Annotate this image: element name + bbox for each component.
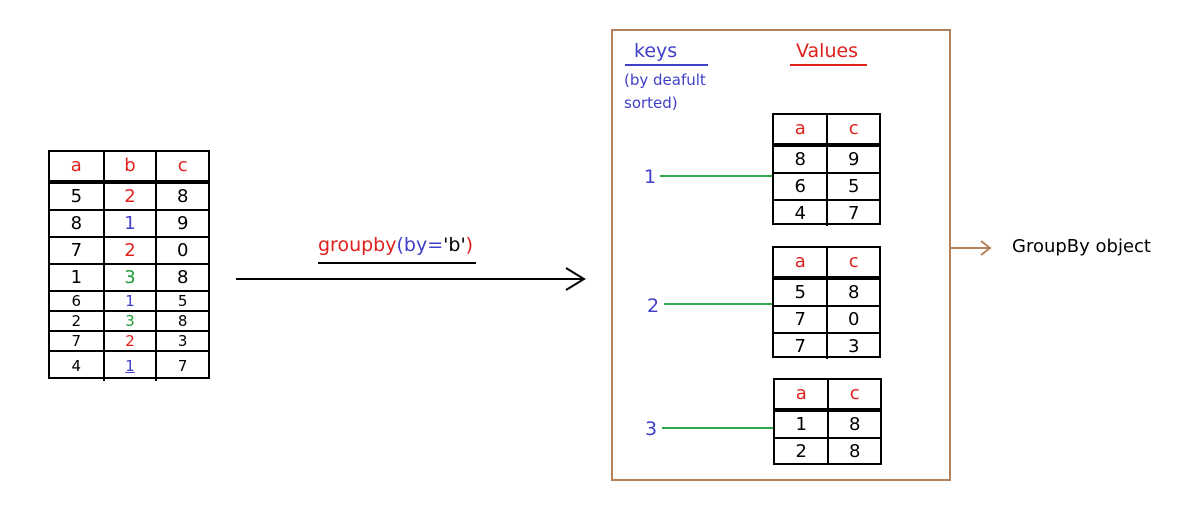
cell-c: 3	[826, 334, 879, 359]
cell-c: 8	[155, 265, 208, 290]
cell-c: 5	[826, 174, 879, 199]
cell-a: 7	[70, 239, 83, 261]
group-key-3: 3	[645, 418, 658, 440]
table-row: 7 0	[774, 305, 879, 332]
group-connector-2	[664, 303, 774, 305]
table-row: 6 1 5	[50, 290, 208, 310]
cell-b-key: 3	[102, 312, 156, 330]
cell-a: 4	[71, 357, 82, 375]
by-argument: by=	[403, 234, 444, 256]
input-dataframe-table: a b c 5 2 8 8 1 9 7 2 0 1 3 8 6 1 5 2 3 …	[48, 150, 210, 381]
values-heading-underline	[790, 64, 867, 66]
open-paren: (	[396, 234, 404, 256]
group-table-header-row: a c	[774, 248, 879, 278]
column-header-a: a	[795, 383, 807, 404]
cell-c: 5	[155, 292, 208, 310]
cell-b-key: 1	[102, 211, 156, 236]
group-table-2: a c 5 8 7 0 7 3	[772, 246, 881, 359]
cell-c: 8	[826, 280, 879, 305]
table-row: 4 1 7	[50, 350, 208, 381]
groupby-object-box	[611, 29, 951, 481]
cell-b-key: 1	[102, 292, 156, 310]
cell-a: 1	[70, 266, 83, 288]
cell-c: 0	[826, 307, 879, 332]
cell-c: 8	[827, 439, 880, 464]
group-connector-1	[660, 175, 774, 177]
cell-a: 2	[795, 440, 807, 462]
groupby-object-label: GroupBy object	[1012, 236, 1151, 257]
group-key-2: 2	[647, 295, 660, 317]
values-heading: Values	[796, 40, 859, 62]
groupby-label-underline	[318, 262, 476, 264]
table-row: 1 3 8	[50, 263, 208, 290]
table-row: 7 2 3	[50, 330, 208, 350]
table-row: 5 2 8	[50, 182, 208, 209]
cell-a: 6	[71, 291, 82, 310]
group-connector-3	[662, 427, 774, 429]
group-table-header-row: a c	[774, 115, 879, 145]
table-row: 2 3 8	[50, 310, 208, 330]
cell-a: 1	[795, 413, 807, 435]
column-header-c: c	[826, 115, 879, 143]
groupby-function-name: groupby	[318, 234, 397, 256]
groupby-arrow	[236, 267, 586, 291]
cell-c: 7	[826, 201, 879, 226]
table-row: 4 7	[774, 199, 879, 226]
close-paren: )	[465, 234, 474, 256]
cell-c: 7	[155, 352, 208, 381]
by-value: 'b'	[443, 234, 466, 256]
cell-b-key: 2	[102, 332, 156, 350]
keys-note-line2: sorted)	[624, 94, 678, 112]
table-row: 7 2 0	[50, 236, 208, 263]
result-arrow	[950, 240, 992, 256]
cell-b-key: 3	[102, 265, 156, 290]
keys-note-line1: (by deafult	[624, 71, 706, 89]
cell-c: 3	[155, 332, 208, 350]
column-header-c: c	[826, 248, 879, 276]
group-key-1: 1	[644, 166, 657, 188]
table-row: 1 8	[775, 410, 880, 437]
table-row: 8 1 9	[50, 209, 208, 236]
table-row: 8 9	[774, 145, 879, 172]
cell-a: 7	[794, 335, 806, 357]
cell-a: 2	[71, 311, 82, 330]
group-table-header-row: a c	[775, 380, 880, 410]
column-header-a: a	[794, 118, 806, 139]
group-table-1: a c 8 9 6 5 4 7	[772, 113, 881, 226]
column-header-a: a	[70, 155, 82, 176]
cell-a: 8	[794, 148, 806, 170]
table-row: 2 8	[775, 437, 880, 464]
table-row: 5 8	[774, 278, 879, 305]
cell-c: 9	[155, 211, 208, 236]
cell-c: 8	[155, 184, 208, 209]
table-row: 6 5	[774, 172, 879, 199]
cell-c: 0	[155, 238, 208, 263]
cell-b-key: 1	[102, 352, 156, 381]
column-header-c: c	[155, 152, 208, 180]
keys-heading: keys	[634, 40, 678, 62]
cell-a: 4	[794, 202, 806, 224]
cell-a: 5	[794, 281, 806, 303]
table-header-row: a b c	[50, 152, 208, 182]
cell-a: 8	[70, 212, 83, 234]
cell-b-key: 2	[102, 184, 156, 209]
group-table-3: a c 1 8 2 8	[773, 378, 882, 465]
cell-a: 7	[794, 308, 806, 330]
cell-c: 9	[826, 147, 879, 172]
cell-a: 7	[71, 331, 82, 350]
column-header-c: c	[827, 380, 880, 408]
cell-a: 6	[794, 175, 806, 197]
column-header-b: b	[102, 152, 156, 180]
cell-a: 5	[70, 185, 83, 207]
cell-c: 8	[827, 412, 880, 437]
cell-b-key: 2	[102, 238, 156, 263]
cell-c: 8	[155, 312, 208, 330]
groupby-call-label: groupby(by='b')	[318, 234, 473, 256]
column-header-a: a	[794, 251, 806, 272]
keys-heading-underline	[625, 64, 708, 66]
table-row: 7 3	[774, 332, 879, 359]
